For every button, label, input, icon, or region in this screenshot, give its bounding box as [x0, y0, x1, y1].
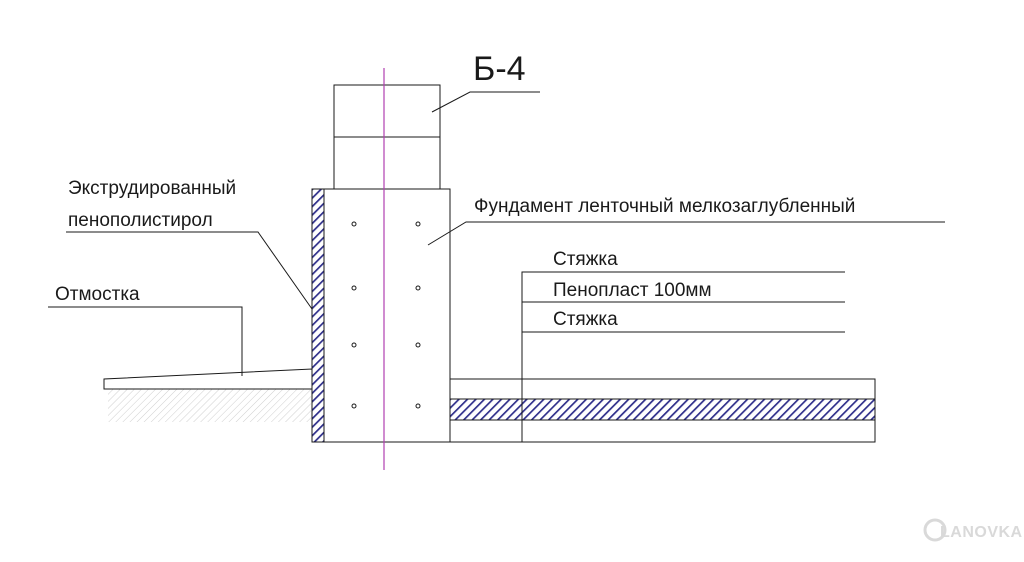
insulation-layer	[311, 188, 325, 443]
floor-bottom-label: Стяжка	[553, 309, 618, 330]
foundation-body	[323, 188, 451, 443]
watermark-text: LANOVKA	[940, 524, 1023, 541]
floor-foam-layer	[449, 398, 876, 421]
insulation-label-line1: Экструдированный	[68, 178, 236, 199]
blind-area-slab	[103, 368, 313, 390]
floor-screed-top	[449, 378, 876, 400]
foundation-label: Фундамент ленточный мелкозаглубленный	[474, 196, 855, 217]
leader-lines	[48, 91, 945, 442]
insulation-label-line2: пенополистирол	[68, 210, 213, 231]
blind-area-label: Отмостка	[55, 284, 140, 305]
wall-blocks	[333, 84, 441, 190]
floor-screed-bottom	[449, 419, 876, 443]
ground-hatch-left	[108, 388, 311, 422]
diagram-title: Б-4	[473, 50, 526, 88]
rebar-dots	[351, 221, 421, 409]
floor-top-label: Стяжка	[553, 249, 618, 270]
watermark-logo: LANOVKA	[923, 518, 1023, 542]
floor-layers	[449, 378, 876, 443]
floor-middle-label: Пенопласт 100мм	[553, 280, 712, 301]
